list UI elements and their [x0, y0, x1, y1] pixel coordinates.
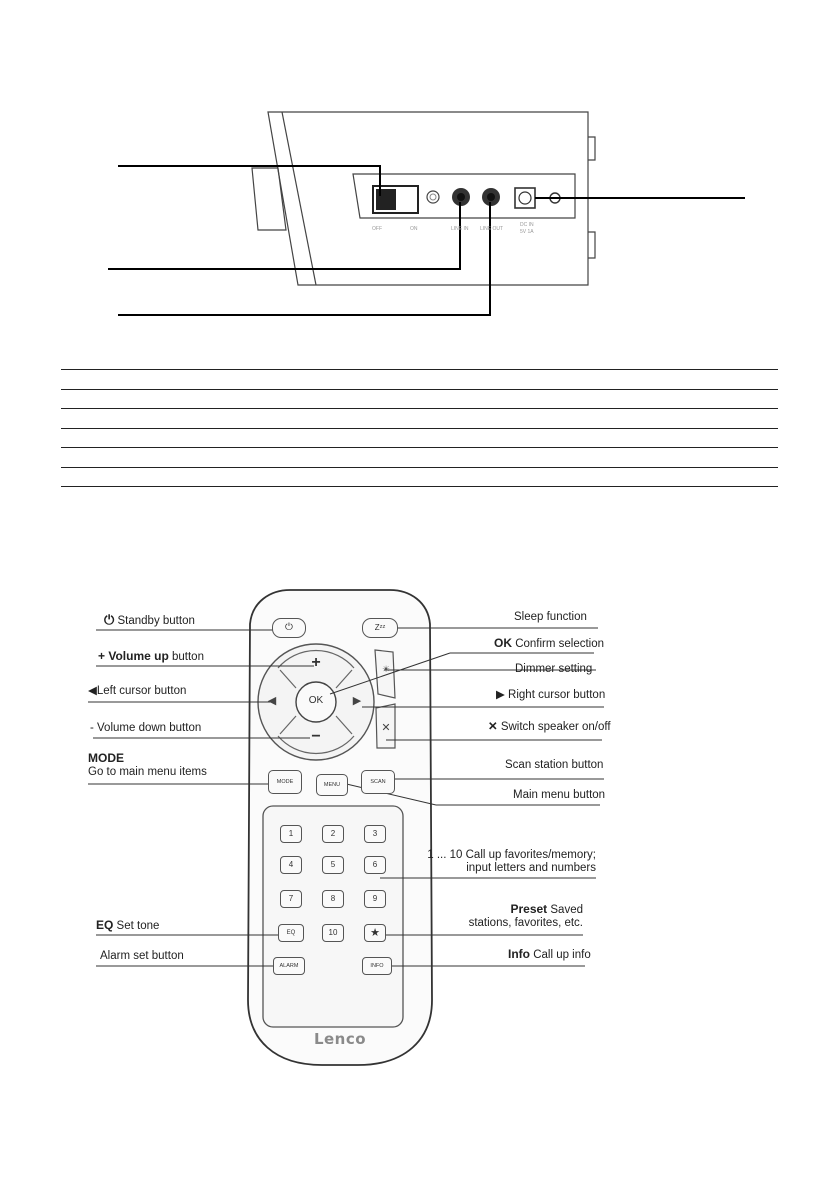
label-menu: Main menu button	[513, 789, 606, 801]
preset-button[interactable]: ★	[364, 924, 386, 942]
label-volume-down: - Volume down button	[90, 722, 202, 734]
volume-up-button[interactable]: +	[311, 654, 321, 671]
dimmer-button[interactable]: ☀	[381, 664, 391, 674]
side-panel-figure: OFF ON LINE IN LINE OUT DC IN 5V 1A	[0, 0, 839, 340]
mode-button[interactable]: MODE	[268, 770, 302, 794]
side-panel-drawing	[108, 111, 745, 316]
mute-button[interactable]: ✕	[381, 722, 391, 734]
port-label-dc-in: DC IN	[520, 222, 534, 228]
right-cursor-button[interactable]: ▶	[352, 695, 362, 707]
spec-table	[61, 369, 778, 489]
power-icon: ⏻	[104, 612, 115, 627]
menu-button[interactable]: MENU	[316, 774, 348, 796]
label-speaker: ✕ Switch speaker on/off	[488, 721, 611, 733]
number-key-10[interactable]: 10	[322, 924, 344, 942]
label-ok: OK Confirm selection	[494, 636, 605, 651]
label-eq: EQ Set tone	[96, 918, 160, 933]
standby-button[interactable]: ⏻	[272, 618, 306, 638]
left-triangle-icon: ◀	[88, 685, 97, 697]
alarm-button[interactable]: ALARM	[273, 957, 305, 975]
number-key-6[interactable]: 6	[364, 856, 386, 874]
label-volume-up: + Volume up button	[98, 649, 204, 664]
port-label-line-out: LINE OUT	[480, 226, 504, 232]
number-key-4[interactable]: 4	[280, 856, 302, 874]
table-rule	[61, 467, 778, 468]
number-key-2[interactable]: 2	[322, 825, 344, 843]
number-key-5[interactable]: 5	[322, 856, 344, 874]
brand-logo: Lenco	[313, 1030, 367, 1048]
number-key-1[interactable]: 1	[280, 825, 302, 843]
port-label-5v: 5V 1A	[520, 229, 534, 235]
table-rule	[61, 447, 778, 448]
label-info: Info Call up info	[508, 947, 591, 962]
remote-figure: ⏻ Zᶻᶻ + − ◀ ▶ OK ☀ ✕ MODE MENU SCAN 1 2 …	[0, 580, 839, 1080]
table-rule	[61, 369, 778, 370]
port-label-line-in: LINE IN	[451, 226, 469, 232]
right-triangle-icon: ▶	[496, 689, 505, 701]
port-label-off: OFF	[372, 226, 382, 232]
volume-down-button[interactable]: −	[311, 728, 321, 745]
label-left-cursor: ◀Left cursor button	[88, 685, 187, 697]
table-rule	[61, 486, 778, 487]
table-rule	[61, 428, 778, 429]
number-key-3[interactable]: 3	[364, 825, 386, 843]
label-dimmer: Dimmer setting	[515, 663, 593, 675]
number-key-8[interactable]: 8	[322, 890, 344, 908]
info-button[interactable]: INFO	[362, 957, 392, 975]
label-standby: ⏻ Standby button	[104, 612, 195, 627]
label-sleep: Sleep function	[514, 611, 587, 623]
label-numbers: 1 ... 10 Call up favorites/memory;input …	[427, 849, 596, 874]
table-rule	[61, 408, 778, 409]
scan-button[interactable]: SCAN	[361, 770, 395, 794]
label-alarm: Alarm set button	[100, 950, 184, 962]
left-cursor-button[interactable]: ◀	[267, 695, 277, 707]
ok-button[interactable]: OK	[308, 695, 324, 706]
number-key-7[interactable]: 7	[280, 890, 302, 908]
sleep-button[interactable]: Zᶻᶻ	[362, 618, 398, 638]
table-rule	[61, 389, 778, 390]
speaker-mute-icon: ✕	[488, 721, 498, 733]
port-label-on: ON	[410, 226, 418, 232]
label-right-cursor: ▶ Right cursor button	[496, 689, 606, 701]
label-scan: Scan station button	[505, 759, 604, 771]
number-key-9[interactable]: 9	[364, 890, 386, 908]
eq-button[interactable]: EQ	[278, 924, 304, 942]
